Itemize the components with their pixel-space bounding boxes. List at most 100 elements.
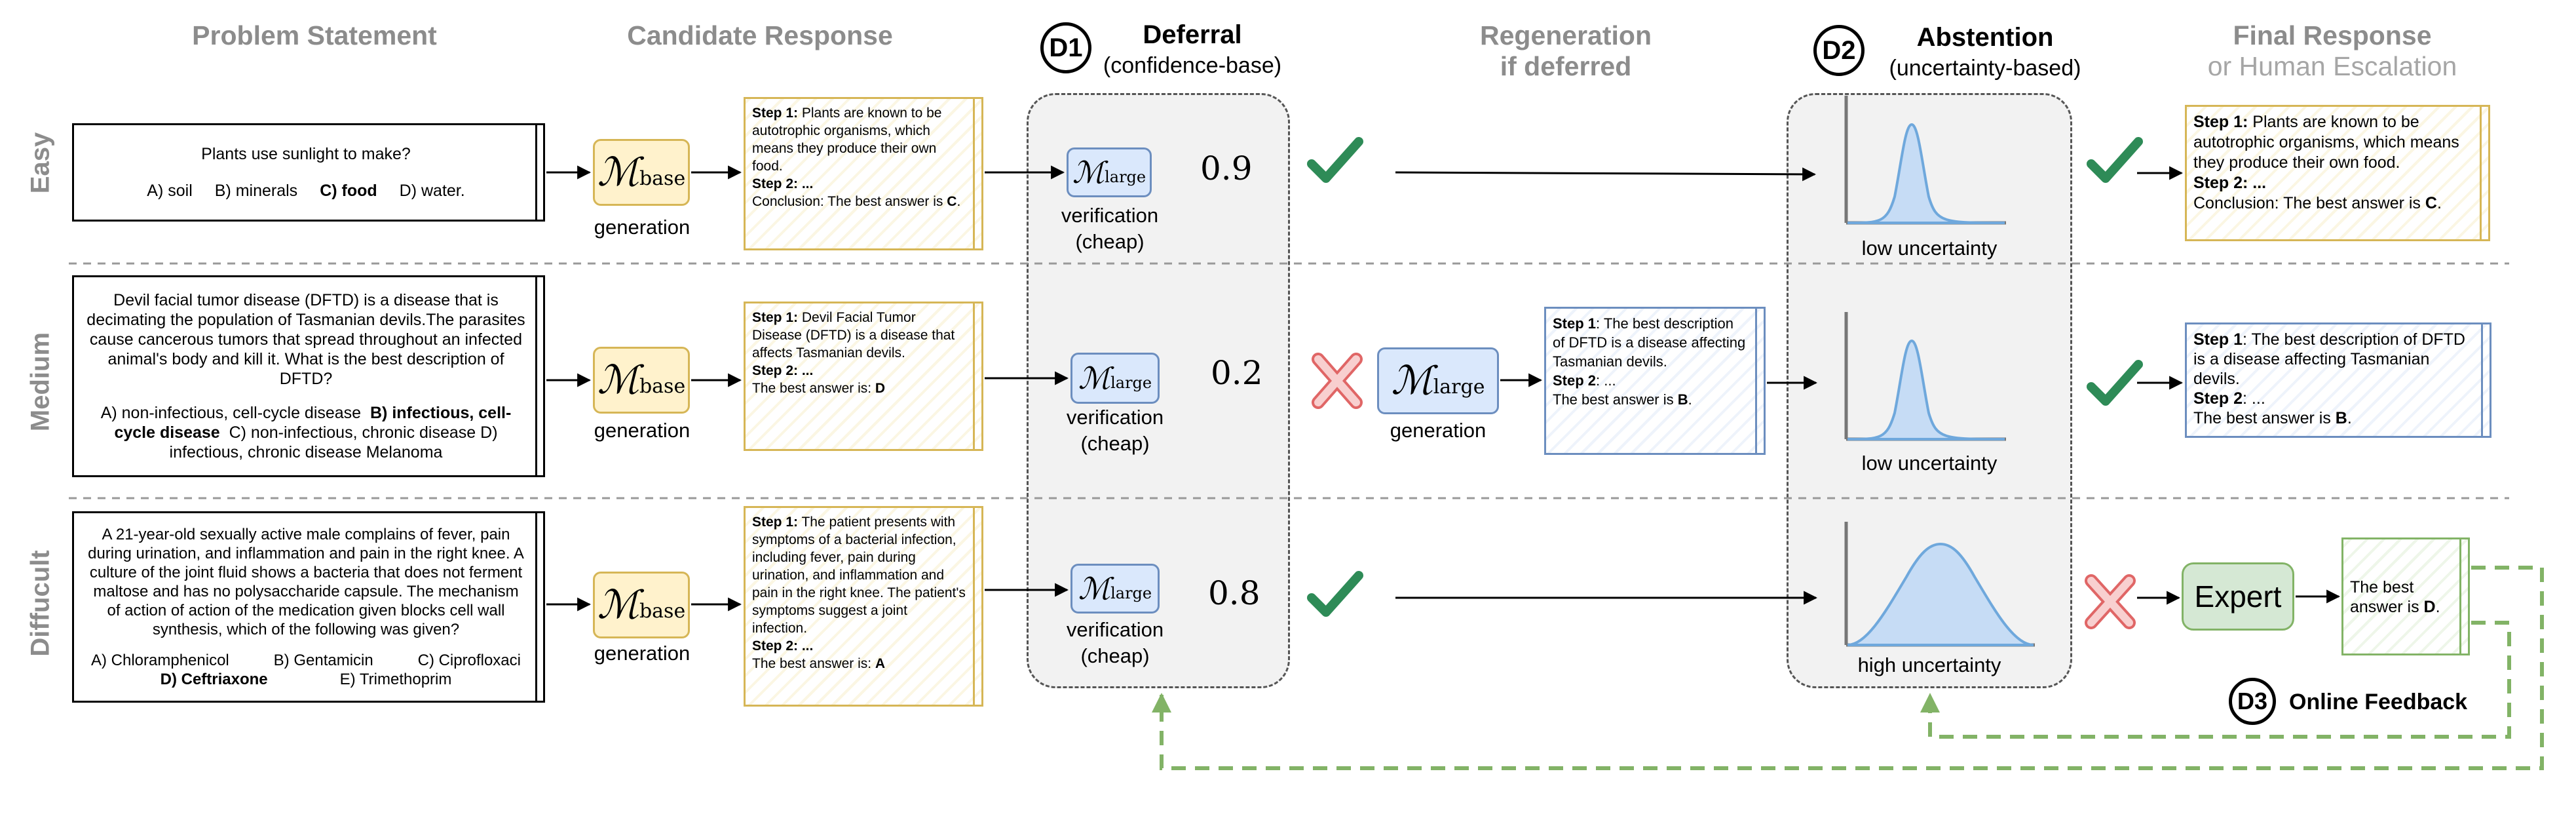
step2-label: Step 2: ... <box>752 363 814 378</box>
conclusion-text: Conclusion: The best answer is <box>2193 194 2425 212</box>
option-c: C) Ciprofloxaci <box>417 652 521 669</box>
caption-cheap: (cheap) <box>1075 230 1145 253</box>
model-symbol: ℳ <box>1078 571 1111 606</box>
expert-answer-box: The best answer is D. <box>2341 537 2470 655</box>
problem-question: Plants use sunlight to make? <box>201 145 411 163</box>
header-problem-statement: Problem Statement <box>192 20 437 50</box>
conclusion-answer: C <box>947 194 957 209</box>
problem-options: A) soil B) minerals C) food D) water. <box>86 181 526 201</box>
step1-label: Step 1: <box>752 106 799 121</box>
option-a: A) soil <box>147 182 193 200</box>
option-d: D) water. <box>399 182 465 200</box>
option-c: C) non-infectious, chronic disease <box>229 423 476 442</box>
caption-generation: generation <box>594 642 691 665</box>
uncertainty-label-medium: low uncertainty <box>1861 452 1998 475</box>
problem-question: Devil facial tumor disease (DFTD) is a d… <box>86 291 525 388</box>
caption-generation: generation <box>594 419 691 442</box>
final-response-medium: Step 1: The best description of DFTD is … <box>2185 322 2491 438</box>
header-candidate-response: Candidate Response <box>627 20 893 50</box>
step2-label: Step 2 <box>1553 372 1597 389</box>
regen-step1: Step 1: The best description of DFTD is … <box>1553 314 1748 371</box>
conclusion-end: . <box>2436 194 2442 212</box>
abstention-group <box>1787 93 2072 688</box>
conclusion-answer: A <box>875 656 886 671</box>
caption-cheap: (cheap) <box>1080 432 1150 455</box>
uncertainty-label-difficult: high uncertainty <box>1857 654 2001 676</box>
d2-badge: D2 <box>1813 25 1865 76</box>
final-response-easy: Step 1: Plants are known to be autotroph… <box>2185 105 2490 241</box>
conclusion-answer: B <box>1677 391 1688 408</box>
step1-text: Devil Facial Tumor Disease (DFTD) is a d… <box>752 310 955 361</box>
model-sub: large <box>1433 375 1485 399</box>
regen-conclusion: The best answer is B. <box>1553 390 1748 409</box>
check-icon <box>1307 571 1363 617</box>
check-icon <box>2087 137 2143 183</box>
step1-label: Step 1 <box>1553 315 1597 332</box>
model-symbol: ℳ <box>1072 155 1105 190</box>
step2-label: Step 2: ... <box>752 176 814 191</box>
option-d: D) Ceftriaxone <box>160 671 268 688</box>
model-symbol: ℳ <box>597 582 639 628</box>
option-b: B) Gentamicin <box>273 652 373 669</box>
step1-label: Step 1: <box>752 310 799 325</box>
model-sub: base <box>639 599 686 623</box>
model-symbol: ℳ <box>1078 361 1111 396</box>
expert-box: Expert <box>2182 562 2294 631</box>
step2-label: Step 2: ... <box>2193 174 2267 192</box>
problem-box-easy: Plants use sunlight to make? A) soil B) … <box>72 123 545 222</box>
problem-options-line1: A) Chloramphenicol B) Gentamicin C) Cipr… <box>86 651 526 670</box>
option-e: E) Trimethoprim <box>339 671 452 688</box>
problem-options: A) non-infectious, cell-cycle disease B)… <box>86 403 526 462</box>
response-conclusion: Conclusion: The best answer is C. <box>752 193 966 210</box>
step1-text: : The best description of DFTD is a dise… <box>2193 330 2465 388</box>
response-conclusion: The best answer is: A <box>752 655 966 673</box>
step1-text: Plants are known to be autotrophic organ… <box>752 106 942 174</box>
model-sub: large <box>1110 374 1152 392</box>
caption-generation: generation <box>594 216 691 239</box>
final-step1: Step 1: The best description of DFTD is … <box>2193 330 2474 389</box>
uncertainty-label-easy: low uncertainty <box>1861 237 1998 260</box>
caption-verification: verification <box>1066 406 1164 429</box>
answer-letter: D <box>2423 598 2436 616</box>
response-step2: Step 2: ... <box>752 637 966 655</box>
step1-label: Step 1: <box>2193 113 2248 131</box>
response-step2: Step 2: ... <box>752 362 966 380</box>
check-icon <box>1307 137 1363 183</box>
step1-text: : The best description of DFTD is a dise… <box>1553 315 1746 370</box>
step1-text: Plants are known to be autotrophic organ… <box>2193 113 2459 172</box>
response-conclusion: The best answer is: D <box>752 380 966 397</box>
d3-badge: D3 <box>2229 678 2276 725</box>
final-step2: Step 2: ... <box>2193 173 2472 193</box>
cross-icon <box>1312 353 1363 409</box>
header-deferral: Deferral <box>1143 20 1242 49</box>
header-if-deferred: if deferred <box>1500 51 1632 81</box>
header-deferral-sub: (confidence-base) <box>1103 53 1282 78</box>
answer-end: . <box>2435 598 2440 616</box>
conclusion-text: The best answer is: <box>752 381 875 396</box>
model-sub: base <box>639 374 686 398</box>
conclusion-end: . <box>1688 391 1692 408</box>
model-sub: large <box>1110 584 1152 602</box>
option-d: D) infectious, chronic disease Melanoma <box>169 423 498 461</box>
response-step1: Step 1: The patient presents with sympto… <box>752 513 966 637</box>
row-label-medium: Medium <box>26 332 55 432</box>
option-a: A) Chloramphenicol <box>91 652 229 669</box>
option-a: A) non-infectious, cell-cycle disease <box>100 404 362 422</box>
cross-icon <box>2085 574 2136 629</box>
problem-box-difficult: A 21-year-old sexually active male compl… <box>72 511 545 703</box>
model-symbol: ℳ <box>1391 358 1433 404</box>
header-abstention: Abstention <box>1916 23 2054 52</box>
online-feedback-label: Online Feedback <box>2289 690 2468 714</box>
option-b: B) minerals <box>214 182 298 200</box>
regenerated-response: Step 1: The best description of DFTD is … <box>1544 307 1766 455</box>
model-symbol: ℳ <box>597 149 639 195</box>
regen-step2: Step 2: ... <box>1553 371 1748 390</box>
caption-verification: verification <box>1061 204 1159 227</box>
step2-label: Step 2 <box>2193 389 2243 408</box>
step2-text: : ... <box>1596 372 1616 389</box>
